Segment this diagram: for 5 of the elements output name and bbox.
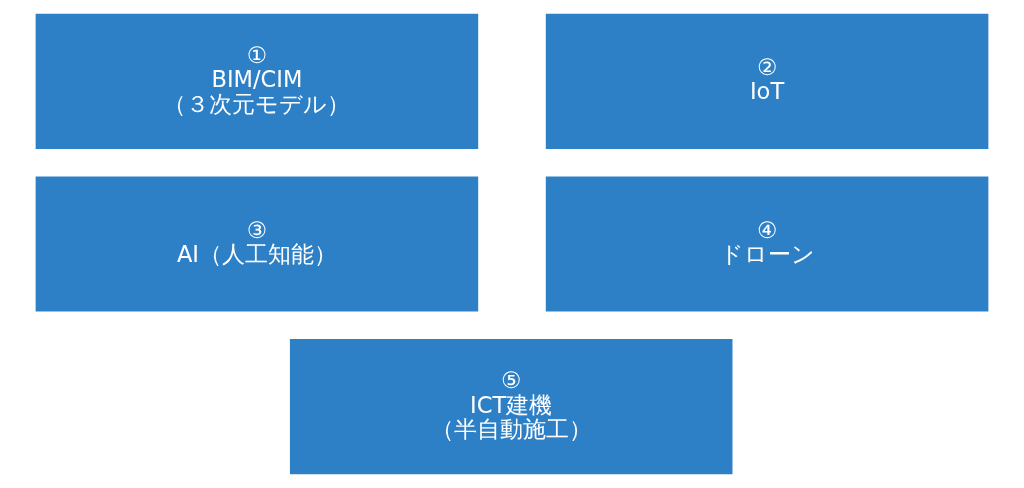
node-box: ② IoT [545, 13, 989, 150]
node-box: ⑤ ICT建機 （半自動施工） [289, 338, 733, 475]
node-box: ④ ドローン [545, 176, 989, 312]
node-box: ① BIM/CIM （３次元モデル） [35, 13, 479, 150]
node-box: ③ AI（人工知能） [35, 176, 479, 312]
